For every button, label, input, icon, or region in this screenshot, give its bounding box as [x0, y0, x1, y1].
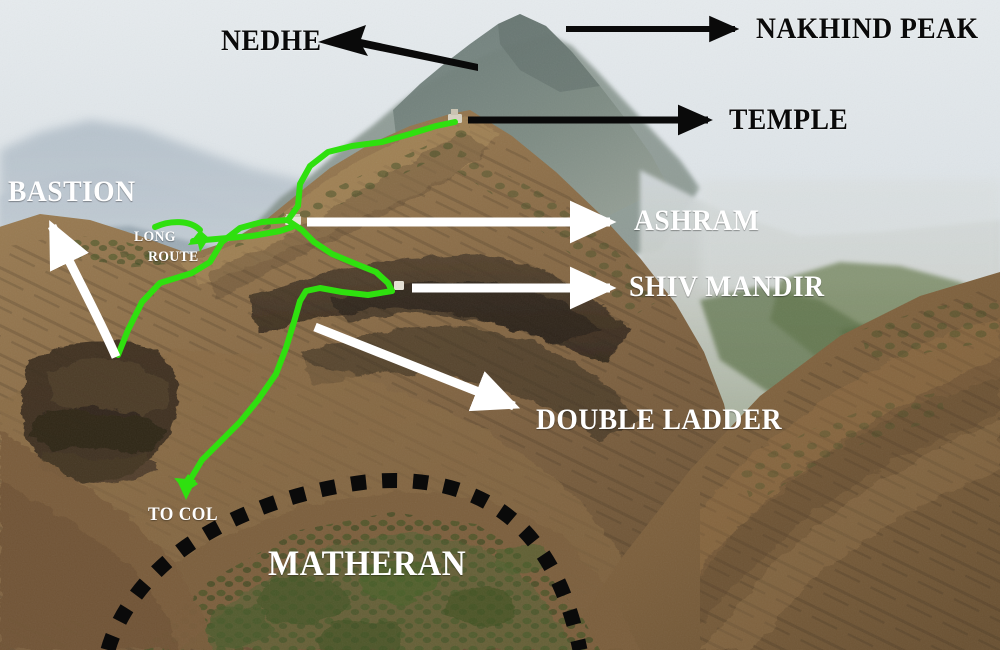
label-to-col: TO COL — [148, 504, 218, 525]
route-long-route-branch — [152, 219, 203, 233]
label-long-route-line-2: ROUTE — [148, 249, 199, 265]
label-temple: TEMPLE — [729, 103, 849, 136]
route-ashram-branch — [287, 219, 395, 294]
matheran-boundary-line — [100, 473, 588, 650]
label-ashram: ASHRAM — [634, 204, 760, 237]
label-nedhe: NEDHE — [221, 24, 322, 57]
route-mandir-branch — [297, 285, 395, 304]
label-matheran: MATHERAN — [268, 543, 467, 583]
double-ladder-arrow — [313, 322, 521, 412]
label-long-route-line-1: LONG — [134, 229, 176, 245]
label-double-ladder: DOUBLE LADDER — [536, 403, 782, 436]
label-nakhind-peak: NAKHIND PEAK — [756, 12, 979, 45]
route-long-route-join — [190, 224, 295, 244]
long-route-green-arrowhead — [188, 230, 209, 252]
to-col-arrow-tip — [176, 478, 196, 500]
green-route-network — [115, 119, 458, 495]
bastion-arrow — [47, 220, 121, 359]
label-shiv-mandir: SHIV MANDIR — [629, 270, 825, 303]
label-bastion: BASTION — [8, 175, 136, 208]
route-to-col — [183, 298, 303, 495]
nedhe-arrow — [318, 25, 478, 71]
